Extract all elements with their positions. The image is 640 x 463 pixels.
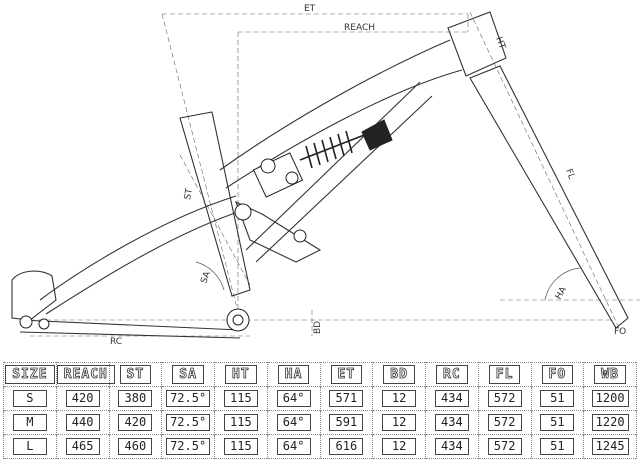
- ht-label: HT: [493, 36, 507, 51]
- bd-label: BD: [313, 321, 323, 334]
- table-cell: 591: [319, 410, 374, 435]
- table-cell: 420: [108, 410, 163, 435]
- reach-label: REACH: [344, 23, 375, 33]
- table-cell: 115: [214, 434, 268, 459]
- table-cell: 572: [477, 386, 532, 411]
- table-cell: 572: [477, 434, 532, 459]
- frame-geometry-drawing: ET REACH HT ST FL HA SA RC BD FO: [11, 4, 640, 347]
- table-cell: 434: [425, 386, 479, 411]
- table-cell: 440: [55, 410, 110, 435]
- header-cell: REACH: [55, 362, 115, 387]
- table-row: S 420 380 72.5° 115 64° 571 12 434 572 5…: [3, 386, 637, 411]
- table-cell: 434: [425, 410, 479, 435]
- header-cell: ET: [319, 362, 374, 387]
- sa-label: SA: [199, 270, 213, 286]
- table-cell: 115: [214, 386, 268, 411]
- table-cell: 12: [372, 386, 426, 411]
- table-cell: S: [3, 386, 57, 411]
- header-cell: ST: [108, 362, 163, 387]
- table-cell: 64°: [266, 434, 321, 459]
- table-cell: 460: [108, 434, 163, 459]
- table-cell: 434: [425, 434, 479, 459]
- table-row: L 465 460 72.5° 115 64° 616 12 434 572 5…: [3, 434, 637, 459]
- table-cell: L: [3, 434, 57, 459]
- header-cell: BD: [372, 362, 426, 387]
- angle-arcs: [195, 261, 581, 301]
- geometry-table: SIZE REACH ST SA HT HA ET BD RC FL FO WB…: [3, 362, 637, 459]
- ha-label: HA: [554, 285, 570, 302]
- et-label: ET: [304, 4, 316, 14]
- header-cell: FL: [477, 362, 532, 387]
- header-cell: HT: [214, 362, 268, 387]
- rear-shock: [252, 119, 393, 198]
- table-cell: 572: [477, 410, 532, 435]
- table-cell: 51: [530, 410, 585, 435]
- table-cell: 1245: [583, 434, 637, 459]
- fo-label: FO: [614, 327, 626, 337]
- fl-label: FL: [563, 168, 576, 181]
- table-cell: 1220: [583, 410, 637, 435]
- header-cell: WB: [583, 362, 637, 387]
- table-cell: M: [3, 410, 57, 435]
- table-cell: 1200: [583, 386, 637, 411]
- header-cell: HA: [266, 362, 321, 387]
- table-cell: 51: [530, 386, 585, 411]
- table-cell: 72.5°: [161, 386, 215, 411]
- table-cell: 12: [372, 434, 426, 459]
- table-cell: 12: [372, 410, 426, 435]
- reference-lines: [30, 11, 640, 337]
- header-cell: FO: [530, 362, 585, 387]
- table-cell: 616: [319, 434, 374, 459]
- table-cell: 115: [214, 410, 268, 435]
- table-row: M 440 420 72.5° 115 64° 591 12 434 572 5…: [3, 410, 637, 435]
- table-cell: 380: [108, 386, 163, 411]
- table-header-row: SIZE REACH ST SA HT HA ET BD RC FL FO WB: [3, 362, 637, 387]
- st-label: ST: [183, 187, 195, 200]
- table-cell: 465: [55, 434, 110, 459]
- pivots: [19, 203, 307, 332]
- frame-outline: [11, 11, 629, 339]
- table-cell: 72.5°: [161, 410, 215, 435]
- rc-label: RC: [110, 337, 122, 347]
- header-cell: RC: [425, 362, 479, 387]
- header-cell: SIZE: [3, 362, 57, 387]
- table-cell: 64°: [266, 410, 321, 435]
- header-cell: SA: [161, 362, 215, 387]
- table-cell: 51: [530, 434, 585, 459]
- table-cell: 64°: [266, 386, 321, 411]
- table-cell: 420: [55, 386, 110, 411]
- table-cell: 72.5°: [161, 434, 215, 459]
- table-cell: 571: [319, 386, 374, 411]
